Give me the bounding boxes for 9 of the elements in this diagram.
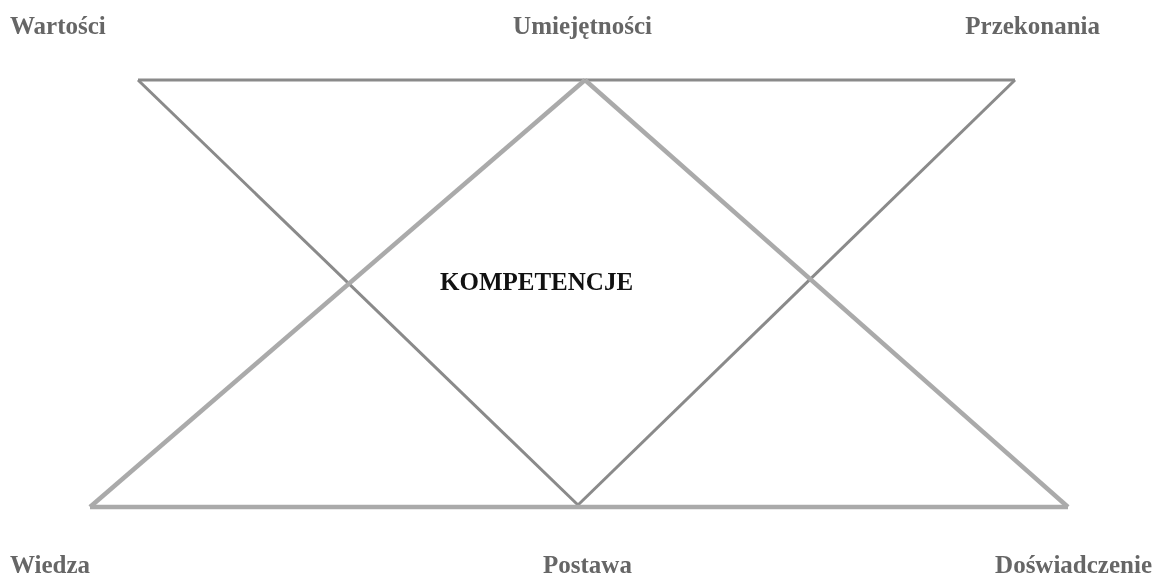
line: [90, 504, 1068, 510]
vertex-label: Wartości: [10, 12, 106, 40]
vertex-label: Doświadczenie: [995, 551, 1152, 579]
vertex-label: Przekonania: [965, 12, 1100, 40]
vertex-label: Postawa: [543, 551, 632, 579]
line: [138, 78, 1015, 82]
vertex-label: Umiejętności: [513, 12, 652, 40]
vertex-label: Wiedza: [10, 551, 91, 579]
center-label: KOMPETENCJE: [440, 268, 634, 296]
